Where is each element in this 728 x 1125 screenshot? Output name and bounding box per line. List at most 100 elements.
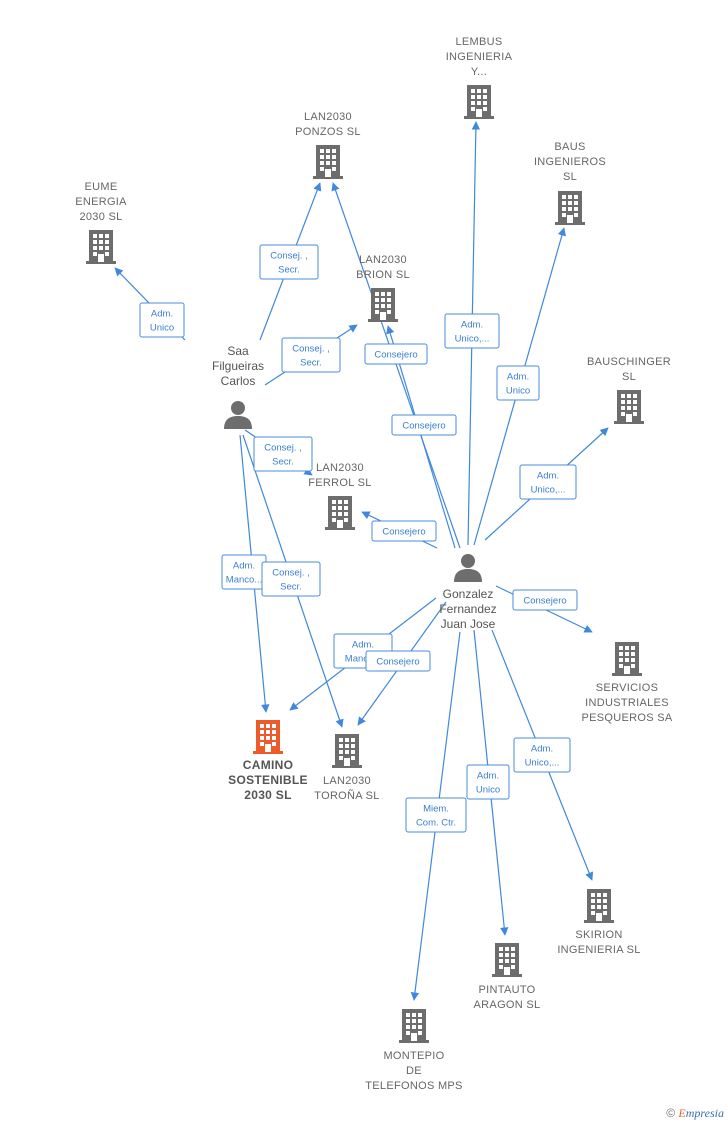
node-label-line: BAUSCHINGER [587, 356, 671, 368]
node-label-line: SERVICIOS [596, 682, 658, 694]
building-icon [399, 1009, 429, 1043]
edge-label-text: Unico [476, 785, 500, 796]
footer-brand[interactable]: © Empresia [666, 1106, 724, 1121]
company-node-bauschinger[interactable]: BAUSCHINGER SL [587, 356, 671, 424]
edge-label-text: Secr. [300, 358, 322, 369]
edge-label-text: Unico,... [525, 758, 560, 769]
node-label-line: TELEFONOS MPS [365, 1080, 462, 1092]
node-label-line: CAMINO [243, 758, 293, 772]
company-node-skirion[interactable]: SKIRION INGENIERIA SL [557, 889, 640, 956]
edge-label-box [519, 464, 577, 500]
edge-label-gonzalez-montepio[interactable]: Miem.Com. Ctr. [405, 797, 467, 833]
edge-gonzalez-ponzos [331, 182, 461, 549]
building-icon [368, 288, 398, 322]
edge-label-gonzalez-lembus[interactable]: Adm.Unico,... [444, 313, 500, 349]
building-icon [253, 720, 283, 754]
company-node-lembus[interactable]: LEMBUS INGENIERIA Y... [446, 36, 513, 119]
edge-label-text: Consejero [523, 596, 566, 607]
edge-label-saa-torona[interactable]: Consej. , Secr. [261, 561, 321, 597]
edge-label-gonzalez-brion[interactable]: Consejero [391, 414, 457, 436]
copyright-symbol: © [666, 1106, 676, 1120]
node-label-line: FERROL SL [308, 477, 371, 489]
node-label-line: LAN2030 [304, 111, 352, 123]
edge-label-saa-eume[interactable]: Adm. Unico [139, 302, 185, 338]
edge-label-text: Secr. [278, 265, 300, 276]
edge-label-text: Consej. , [264, 443, 302, 454]
edge-label-box [391, 414, 457, 436]
edge-label-saa-brion[interactable]: Consej. , Secr. [281, 337, 341, 373]
node-label-line: Filgueiras [212, 359, 264, 373]
edge-label-saa-camino[interactable]: Adm.Manco... [221, 554, 267, 590]
edge-label-box [253, 436, 313, 472]
edge-label-gonzalez-bauschinger[interactable]: Adm.Unico,... [519, 464, 577, 500]
edge-label-box [139, 302, 185, 338]
edge-label-text: Unico [150, 323, 174, 334]
node-label-line: Y... [471, 66, 487, 78]
node-label-line: SL [622, 371, 636, 383]
node-label-line: SL [563, 171, 577, 183]
node-label-line: LAN2030 [359, 254, 407, 266]
brand-name: mpresia [685, 1106, 724, 1120]
node-label-line: 2030 SL [244, 788, 291, 802]
node-label-line: INGENIEROS [534, 156, 606, 168]
edge-label-box [281, 337, 341, 373]
node-label-line: Fernandez [439, 602, 496, 616]
node-label-line: MONTEPIO [383, 1050, 444, 1062]
edge-label-text: Adm. [477, 771, 499, 782]
edge-label-gonzalez-pintauto[interactable]: Adm. Unico [466, 764, 510, 800]
person-icon [224, 401, 252, 429]
edge-label-text: Adm. [537, 471, 559, 482]
company-node-baus[interactable]: BAUS INGENIEROS SL [534, 141, 606, 225]
edge-label-gonzalez-skirion[interactable]: Adm. Unico,... [513, 737, 571, 773]
building-icon [313, 145, 343, 179]
node-label-line: INGENIERIA SL [557, 944, 640, 956]
edge-label-gonzalez-ferrol[interactable]: Consejero [371, 520, 437, 542]
edge-label-box [444, 313, 500, 349]
edge-label-text: Consej. , [272, 568, 310, 579]
edge-label-text: Adm. [461, 320, 483, 331]
building-icon [612, 642, 642, 676]
edge-label-gonzalez-servicios[interactable]: Consejero [512, 589, 578, 611]
node-label-line: SOSTENIBLE [228, 773, 308, 787]
node-label-line: LEMBUS [455, 36, 502, 48]
edge-label-gonzalez-ponzos[interactable]: Consejero [364, 343, 428, 365]
node-label-line: EUME [85, 181, 118, 193]
edge-label-gonzalez-torona[interactable]: Consejero [365, 650, 431, 672]
node-label-line: INGENIERIA [446, 51, 513, 63]
edge-label-box [405, 797, 467, 833]
edge-label-text: Adm. [531, 744, 553, 755]
nodes-layer: SaaFilgueirasCarlosGonzalezFernandezJuan… [75, 36, 673, 1092]
building-icon [492, 943, 522, 977]
node-label-line: Gonzalez [443, 587, 494, 601]
edge-label-text: Com. Ctr. [416, 818, 456, 829]
building-icon [555, 191, 585, 225]
node-label-line: LAN2030 [316, 462, 364, 474]
edge-label-saa-ferrol[interactable]: Consej. ,Secr. [253, 436, 313, 472]
edge-label-text: Consejero [376, 657, 419, 668]
node-label-line: ENERGIA [75, 196, 127, 208]
edge-label-text: Secr. [280, 582, 302, 593]
node-label-line: PESQUEROS SA [581, 712, 672, 724]
edge-label-text: Consej. , [270, 251, 308, 262]
edge-label-text: Consej. , [292, 344, 330, 355]
edge-label-saa-ponzos[interactable]: Consej. , Secr. [259, 244, 319, 280]
edge-label-gonzalez-baus[interactable]: Adm.Unico [496, 365, 540, 401]
node-label-line: SKIRION [575, 929, 622, 941]
node-label-line: PINTAUTO [479, 984, 536, 996]
edge-label-text: Consejero [402, 421, 445, 432]
edge-label-box [513, 737, 571, 773]
edge-label-text: Adm. [151, 309, 173, 320]
node-label-line: BAUS [554, 141, 585, 153]
node-label-line: Juan Jose [441, 617, 496, 631]
